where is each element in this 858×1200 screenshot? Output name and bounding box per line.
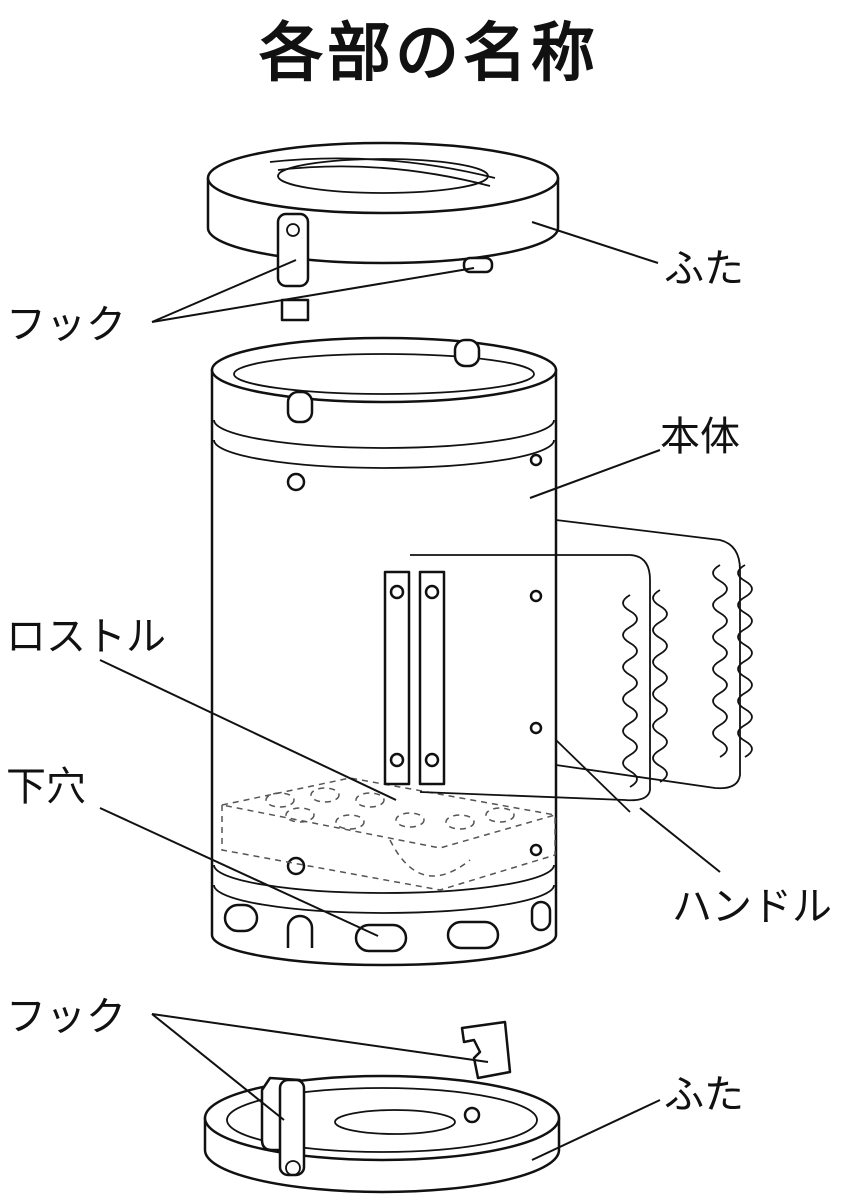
handle: [410, 519, 753, 813]
label-lid-top: ふた: [664, 246, 744, 292]
page-title: 各部の名称: [259, 17, 599, 91]
label-grate: ロストル: [6, 614, 166, 660]
top-lid: [206, 141, 560, 322]
label-handle: ハンドル: [672, 884, 832, 930]
label-lower-hole: 下穴: [6, 764, 86, 810]
label-lid-bottom: ふた: [664, 1072, 744, 1118]
label-body: 本体: [660, 414, 740, 460]
bottom-lid: [203, 1020, 561, 1194]
leader-lines: [99, 221, 721, 1161]
label-hook-bottom: フック: [6, 994, 126, 1040]
chimney-body: [210, 336, 558, 967]
label-hook-top: フック: [6, 302, 126, 348]
